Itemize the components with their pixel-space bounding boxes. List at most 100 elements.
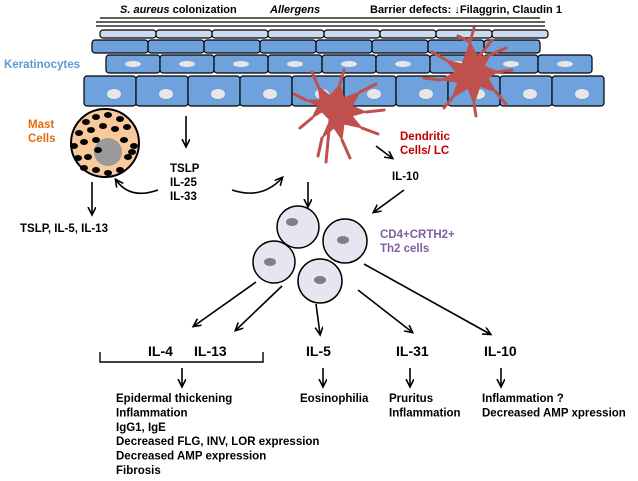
arrow-to-dendritic (231, 178, 282, 194)
effect-item: Inflammation (389, 407, 461, 419)
dendritic-label-line2: Cells/ LC (400, 145, 449, 157)
stratum-corneum (96, 17, 545, 27)
il5-label: IL-5 (306, 343, 331, 359)
arrow-to-il10 (363, 263, 490, 334)
keratinocyte-nucleus (341, 61, 357, 67)
keratinocyte-nucleus (523, 89, 537, 99)
keratinocyte-cell (483, 39, 541, 54)
effect-item: Decreased AMP expression (116, 451, 266, 463)
keratinocyte-flat (379, 29, 437, 39)
keratinocyte-nucleus (179, 61, 195, 67)
effect-item: Inflammation (116, 407, 188, 419)
mast-granule (82, 119, 90, 125)
effects-il10: Inflammation ? Decreased AMP xpression (482, 393, 626, 419)
keratinocyte-cell (203, 39, 261, 54)
mast-granule (92, 137, 100, 143)
keratinocyte-cell (427, 39, 485, 54)
mast-granule (75, 130, 83, 136)
mast-label-line2: Cells (28, 133, 56, 145)
mast-granule (80, 165, 88, 171)
keratinocyte-nucleus (575, 89, 589, 99)
keratinocyte-flat (99, 29, 157, 39)
keratinocyte-cell (315, 39, 373, 54)
mast-output-label: TSLP, IL-5, IL-13 (20, 223, 108, 235)
keratinocyte-nucleus (233, 61, 249, 67)
mast-granule (116, 116, 124, 122)
keratinocyte-nucleus (419, 89, 433, 99)
mast-granule (94, 147, 102, 153)
il31-label: IL-31 (396, 343, 429, 359)
arrow-to-il13 (236, 285, 283, 330)
keratinocyte-cell (259, 39, 317, 54)
keratinocyte-flat (435, 29, 493, 39)
arrow-to-il31 (357, 289, 412, 332)
effect-item: IgG1, IgE (116, 422, 166, 434)
il4-il13-bracket (99, 352, 264, 363)
keratinocyte-flat (155, 29, 213, 39)
mast-cell (70, 108, 140, 178)
th2-cell-cluster (252, 205, 368, 304)
keratinocyte-nucleus (211, 89, 225, 99)
langerhans-cell (422, 26, 514, 118)
il33-label: IL-33 (170, 191, 197, 203)
mast-granule (120, 137, 128, 143)
keratinocyte-nucleus (395, 61, 411, 67)
effect-item: Pruritus (389, 393, 433, 405)
barrier-defects-label: Barrier defects: ↓Filaggrin, Claudin 1 (370, 4, 562, 16)
tslp-label: TSLP (170, 163, 200, 175)
keratinocytes-label: Keratinocytes (4, 59, 80, 71)
il4-label: IL-4 (148, 343, 173, 359)
il13-label: IL-13 (194, 343, 227, 359)
mast-granule (74, 155, 82, 161)
arrow-to-il5 (316, 303, 320, 334)
mast-granule (104, 112, 112, 118)
keratinocyte-cell (91, 39, 149, 54)
pathogen-label: S. aureus colonization (120, 4, 237, 16)
effect-item: Decreased FLG, INV, LOR expression (116, 436, 319, 448)
mast-granule (124, 154, 132, 160)
il10-label: IL-10 (484, 343, 517, 359)
dendritic-cell (292, 68, 386, 164)
keratinocyte-flat (267, 29, 325, 39)
mast-granule (123, 124, 131, 130)
keratinocyte-nucleus (125, 61, 141, 67)
dc-il10-label: IL-10 (392, 171, 419, 183)
mast-granule (128, 149, 136, 155)
keratinocyte-nucleus (287, 61, 303, 67)
keratinocyte-cell (371, 39, 429, 54)
keratinocyte-flat (211, 29, 269, 39)
effects-il5: Eosinophilia (300, 393, 369, 405)
th2-label-line1: CD4+CRTH2+ (380, 229, 455, 241)
mast-granule (80, 139, 88, 145)
keratinocyte-flat (491, 29, 549, 39)
keratinocyte-nucleus (159, 89, 173, 99)
keratinocyte-cell (147, 39, 205, 54)
mast-granule (111, 126, 119, 132)
mast-granule (92, 114, 100, 120)
keratinocyte-nucleus (263, 89, 277, 99)
mast-granule (84, 154, 92, 160)
mast-granule (130, 143, 138, 149)
il25-label: IL-25 (170, 177, 197, 189)
effect-item: Inflammation ? (482, 393, 564, 405)
arrow-to-il4 (194, 281, 257, 326)
keratinocyte-nucleus (557, 61, 573, 67)
effect-item: Eosinophilia (300, 393, 369, 405)
dendritic-label-line1: Dendritic (400, 131, 450, 143)
effect-item: Epidermal thickening (116, 393, 232, 405)
effect-item: Decreased AMP xpression (482, 407, 626, 419)
mast-granule (87, 127, 95, 133)
keratinocyte-layers (83, 29, 605, 107)
mast-granule (116, 167, 124, 173)
allergens-label: Allergens (269, 4, 320, 16)
arrow-il10-to-th2 (374, 189, 405, 212)
keratinocyte-flat (323, 29, 381, 39)
keratinocyte-nucleus (503, 61, 519, 67)
arrow-dc-to-il10 (375, 145, 392, 158)
keratinocyte-nucleus (367, 89, 381, 99)
mast-label-line1: Mast (28, 119, 54, 131)
keratinocyte-nucleus (107, 89, 121, 99)
